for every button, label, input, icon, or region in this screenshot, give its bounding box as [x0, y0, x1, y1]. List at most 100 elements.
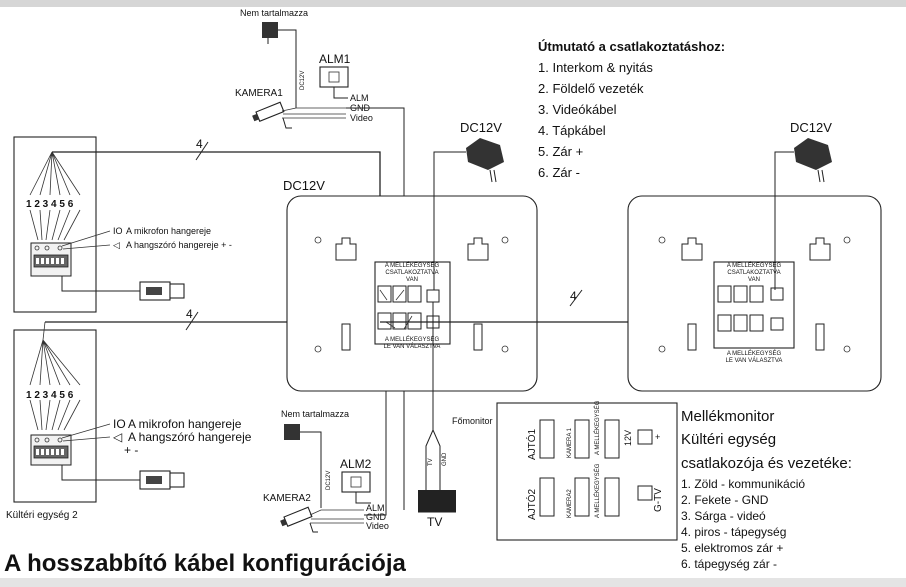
main-monitor: DC12V A MELLÉKEGYSÉG CSATLAKOZTATVA VAN … [283, 178, 538, 392]
sub-monitor-screws [658, 236, 851, 353]
alm2-wire [355, 492, 371, 504]
guide-item-1: 1. Interkom & nyitás [538, 60, 653, 75]
connection-guide: Útmutató a csatlakoztatáshoz: 1. Interko… [538, 39, 725, 180]
bus-wire-3-count: 4 [570, 289, 577, 303]
outdoor-unit-2-panel [13, 329, 97, 503]
outdoor-unit-2-speaker-icon: ◁ [113, 430, 123, 444]
main-monitor-dc12v: DC12V [283, 178, 325, 193]
outdoor-unit-1: 1 2 3 4 5 6 IO A mikrofon hangereje ◁ A … [13, 136, 232, 313]
sub-chip-text-5: LE VAN VÁLASZTVA [726, 357, 783, 364]
main-chip-text-1: A MELLÉKEGYSÉG [385, 262, 440, 269]
outdoor-unit-2-leader-lines [61, 423, 111, 442]
legend-item-6: 6. tápegység zár - [681, 557, 777, 571]
sub-chip-text-4: A MELLÉKEGYSÉG [727, 350, 782, 357]
main-monitor-screws [314, 236, 509, 353]
detail-chip-bottom-1: A MELLÉKEGYSÉG [594, 463, 601, 518]
camera-2-not-included: Nem tartalmazza [281, 409, 349, 419]
guide-item-4: 4. Tápkábel [538, 123, 606, 138]
guide-item-2: 2. Földelő vezeték [538, 81, 644, 96]
main-chip-text-2: CSATLAKOZTATVA [385, 270, 438, 276]
outdoor-unit-1-pin-numbers: 1 2 3 4 5 6 [26, 199, 74, 210]
legend-item-3: 3. Sárga - videó [681, 509, 766, 523]
sub-adapter: DC12V [774, 120, 832, 290]
tv-wire-gnd-label: GND [442, 452, 448, 466]
camera-2-alm-label: ALM [366, 503, 385, 513]
camera-2-adapter [284, 424, 300, 440]
bus-wire-2-slash [185, 311, 199, 331]
top-band [0, 0, 906, 7]
tv-wire [425, 302, 441, 492]
alm1-wire [333, 87, 348, 99]
guide-item-3: 3. Videókábel [538, 102, 617, 117]
camera-2-video-label: Video [366, 521, 389, 531]
alm1-box [319, 66, 349, 88]
lock-2-bolt [146, 476, 162, 484]
bus-wire-1-count: 4 [196, 137, 203, 151]
connector-detail: AJTÓ1 AJTÓ2 KAMERA 1 KAMERA2 A MELLÉKEGY… [496, 400, 678, 541]
outdoor-unit-1-leader-lines [61, 230, 111, 250]
camera-1-mount [282, 117, 292, 129]
sub-monitor-ports-bottom [717, 314, 784, 332]
bottom-band [0, 578, 906, 587]
sub-monitor-mount-slots [681, 237, 831, 351]
outdoor-unit-2-label: Kültéri egység 2 [6, 510, 78, 521]
outdoor-unit-2-terminal-pins [36, 449, 64, 455]
sub-adapter-body [794, 138, 832, 170]
detail-chip-top-1: A MELLÉKEGYSÉG [594, 400, 601, 455]
main-monitor-label: Főmonitor [452, 416, 493, 426]
legend-title-1: Mellékmonitor [681, 408, 774, 425]
camera-2-cable-to-monitor [364, 330, 387, 516]
tv-label: TV [427, 515, 442, 529]
lock-1-strike [169, 283, 185, 299]
main-chip-text-5: LE VAN VÁLASZTVA [384, 343, 441, 350]
outdoor-unit-1-lock-wire [61, 276, 140, 292]
camera-1-label: KAMERA1 [235, 88, 283, 99]
detail-12v: 12V [623, 430, 633, 446]
main-chip-text-4: A MELLÉKEGYSÉG [385, 336, 440, 343]
legend-item-2: 2. Fekete - GND [681, 493, 769, 507]
camera-1-power-wire [278, 29, 297, 108]
legend-item-1: 1. Zöld - kommunikáció [681, 477, 805, 491]
sub-adapter-pins [817, 169, 825, 183]
wire-legend: Mellékmonitor Kültéri egység csatlakozój… [681, 408, 852, 571]
outdoor-unit-1-trim-3 [57, 245, 63, 251]
detail-ports-bottom [539, 477, 653, 517]
legend-item-5: 5. elektromos zár + [681, 541, 783, 555]
outdoor-unit-2-trim-2 [44, 437, 50, 443]
outdoor-unit-2-wire-fan [29, 321, 81, 431]
guide-item-5: 5. Zár + [538, 144, 583, 159]
main-adapter-pins [489, 169, 497, 183]
camera-1-icon [252, 101, 285, 122]
outdoor-unit-1-mic-icon: IO [113, 226, 123, 236]
camera-1-dc12v-label: DC12V [300, 71, 306, 90]
tv-icon [418, 490, 456, 513]
outdoor-unit-2-trim-1 [34, 437, 40, 443]
detail-gtv: G-TV [653, 488, 664, 512]
detail-ports-top [539, 419, 653, 459]
outdoor-unit-2-trim-3 [57, 437, 63, 443]
lock-1-bolt [146, 287, 162, 295]
tv-wire-tv-label: TV [428, 458, 434, 466]
outdoor-unit-2-mic-icon: IO [113, 417, 126, 431]
outdoor-unit-2-lock-wire [61, 465, 140, 481]
camera-2-power-wire [300, 431, 322, 508]
alm1-sensor [328, 71, 340, 83]
alm1-label: ALM1 [319, 52, 351, 66]
alm2-sensor [350, 476, 362, 488]
camera-1-adapter [262, 22, 278, 38]
main-monitor-connector-panel [374, 261, 451, 345]
main-monitor-ports-top [377, 285, 440, 303]
outdoor-unit-1-wire-fan [29, 151, 81, 241]
camera-2-group: Nem tartalmazza DC12V ALM2 ALM GND Video… [263, 330, 389, 533]
detail-kamera1: KAMERA 1 [567, 427, 573, 458]
main-chip-text-3: VAN [406, 277, 418, 283]
camera-2-gnd-label: GND [366, 512, 387, 522]
sub-chip-text-1: A MELLÉKEGYSÉG [727, 262, 782, 269]
camera-1-not-included: Nem tartalmazza [240, 8, 308, 18]
sub-adapter-label: DC12V [790, 120, 832, 135]
legend-item-4: 4. piros - tápegység [681, 525, 786, 539]
connector-detail-box [496, 402, 678, 541]
main-adapter-wire [433, 151, 466, 291]
